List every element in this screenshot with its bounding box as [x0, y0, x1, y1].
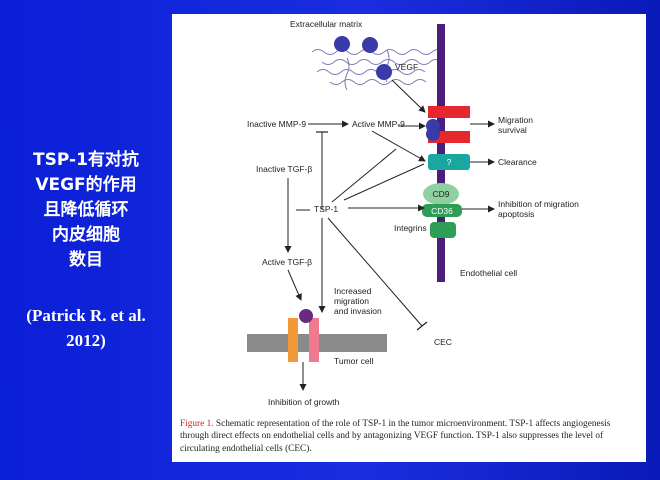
matrix-vegf-2 [362, 37, 378, 53]
label-tumor-cell: Tumor cell [334, 356, 373, 366]
label-and-invasion: and invasion [334, 306, 382, 316]
cd9-receptor [423, 183, 459, 205]
slide-left-text: TSP-1有对抗 VEGF的作用 且降低循环 内皮细胞 数目 (Patrick … [0, 0, 172, 480]
label-cec: CEC [434, 337, 452, 347]
label-extracellular-matrix: Extracellular matrix [290, 19, 363, 29]
slide-text-line-1: TSP-1有对抗 [33, 150, 139, 170]
tumor-receptor-orange [288, 318, 298, 362]
label-increased: Increased [334, 286, 372, 296]
integrins-receptor [430, 222, 456, 238]
label-migration: Migration [498, 115, 533, 125]
free-vegf [376, 64, 392, 80]
label-cd36: CD36 [431, 206, 453, 216]
cd36-receptor [422, 204, 462, 217]
figure-caption: Figure 1. Schematic representation of th… [180, 418, 640, 455]
label-increased-migration: migration [334, 296, 369, 306]
citation-line-2: 2012) [66, 331, 106, 350]
matrix-vegf-1 [334, 36, 350, 52]
slide-text-line-4: 内皮细胞 [52, 225, 120, 245]
label-survival: survival [498, 125, 527, 135]
label-inhibition-migration: Inhibition of migration [498, 199, 579, 209]
label-tsp1: TSP-1 [314, 204, 338, 214]
slide-text-line-3: 且降低循环 [43, 200, 129, 220]
label-active-tgfb: Active TGF-β [262, 257, 312, 267]
label-vegf: VEGF [395, 62, 418, 72]
tsp1-diagram: Extracellular matrix VEGF ? CD9 CD36 Int… [247, 19, 579, 407]
label-clearance: Clearance [498, 157, 537, 167]
vegf-receptor-top [428, 106, 470, 118]
label-question-mark: ? [447, 157, 452, 167]
caption-text: Schematic representation of the role of … [180, 419, 611, 454]
figure-panel: Extracellular matrix VEGF ? CD9 CD36 Int… [172, 14, 646, 462]
citation-line-1: (Patrick R. et al. [26, 306, 146, 325]
slide-text-line-2: VEGF的作用 [35, 175, 137, 195]
label-cd9: CD9 [432, 189, 449, 199]
caption-figure-label: Figure 1. [180, 419, 214, 429]
label-inhibition-growth: Inhibition of growth [268, 397, 340, 407]
label-apoptosis: apoptosis [498, 209, 534, 219]
tumor-receptor-pink [309, 318, 319, 362]
label-inactive-mmp9: Inactive MMP-9 [247, 119, 306, 129]
label-endothelial-cell: Endothelial cell [460, 268, 517, 278]
label-inactive-tgfb: Inactive TGF-β [256, 164, 312, 174]
slide-text-line-5: 数目 [69, 250, 103, 270]
clearance-receptor [428, 154, 470, 170]
bound-vegf-2 [426, 127, 440, 141]
label-integrins: Integrins [394, 223, 427, 233]
tumor-bound-ligand [299, 309, 313, 323]
label-active-mmp9: Active MMP-9 [352, 119, 405, 129]
endothelial-membrane [437, 24, 445, 282]
